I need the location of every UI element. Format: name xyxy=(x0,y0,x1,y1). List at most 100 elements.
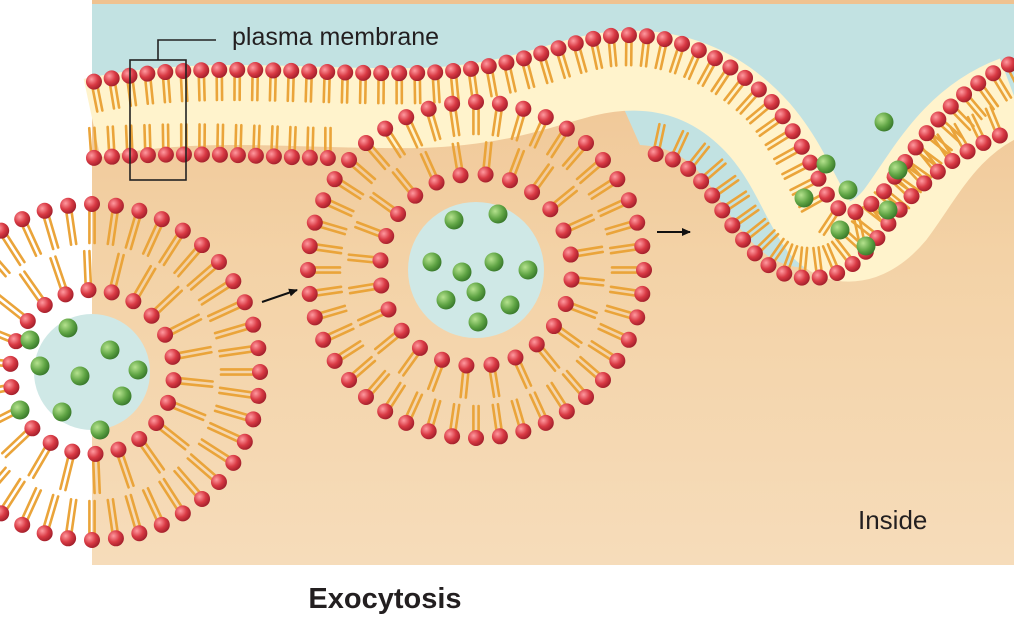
phospholipid-head xyxy=(174,505,191,522)
phospholipid-head xyxy=(942,98,959,115)
phospholipid-head xyxy=(393,322,410,339)
phospholipid-head xyxy=(722,59,739,76)
phospholipid-head xyxy=(706,50,723,67)
phospholipid-head xyxy=(103,148,120,165)
phospholipid-head xyxy=(131,525,148,542)
cargo-molecule xyxy=(444,210,464,230)
phospholipid-head xyxy=(428,174,445,191)
phospholipid-head xyxy=(542,201,559,218)
membrane-callout-leader xyxy=(157,39,216,60)
phospholipid-head xyxy=(714,202,731,219)
phospholipid-head xyxy=(594,372,611,389)
phospholipid-head xyxy=(420,100,437,117)
phospholipid-head xyxy=(265,148,282,165)
phospholipid-head xyxy=(301,149,318,166)
phospholipid-head xyxy=(629,214,646,231)
phospholipid-head xyxy=(847,203,864,220)
lipid-heads xyxy=(0,27,1014,548)
phospholipid-head xyxy=(844,255,861,272)
phospholipid-head xyxy=(265,62,282,79)
phospholipid-head xyxy=(143,307,160,324)
phospholipid-head xyxy=(373,277,390,294)
phospholipid-head xyxy=(0,222,10,239)
phospholipid-head xyxy=(64,443,81,460)
phospholipid-head xyxy=(315,331,332,348)
phospholipid-head xyxy=(398,414,415,431)
phospholipid-head xyxy=(131,431,148,448)
phospholipid-head xyxy=(301,285,318,302)
phospholipid-head xyxy=(229,147,246,164)
phospholipid-head xyxy=(501,172,518,189)
phospholipid-head xyxy=(19,313,36,330)
phospholipid-head xyxy=(42,434,59,451)
phospholipid-head xyxy=(693,173,710,190)
phospholipid-head xyxy=(680,160,697,177)
phospholipid-head xyxy=(609,352,626,369)
phospholipid-head xyxy=(533,45,550,62)
phospholipid-head xyxy=(515,100,532,117)
phospholipid-head xyxy=(585,30,602,47)
phospholipid-head xyxy=(36,525,53,542)
phospholipid-head xyxy=(390,205,407,222)
phospholipid-head xyxy=(407,187,424,204)
phospholipid-head xyxy=(247,62,264,79)
phospholipid-head xyxy=(985,65,1002,82)
phospholipid-head xyxy=(629,309,646,326)
phospholipid-head xyxy=(528,336,545,353)
phospholipid-head xyxy=(326,171,343,188)
phospholipid-head xyxy=(498,54,515,71)
cargo-molecule xyxy=(20,330,40,350)
phospholipid-head xyxy=(491,428,508,445)
phospholipid-head xyxy=(811,269,828,286)
phospholipid-head xyxy=(250,340,267,357)
phospholipid-head xyxy=(341,372,358,389)
phospholipid-head xyxy=(445,62,462,79)
phospholipid-head xyxy=(139,65,156,82)
phospholipid-head xyxy=(944,152,961,169)
phospholipid-head xyxy=(704,187,721,204)
cargo-molecule xyxy=(112,386,132,406)
phospholipid-head xyxy=(793,138,810,155)
phospholipid-head xyxy=(125,293,142,310)
phospholipid-head xyxy=(319,63,336,80)
phospholipid-head xyxy=(578,388,595,405)
cargo-molecule xyxy=(878,200,898,220)
phospholipid-head xyxy=(760,257,777,274)
phospholipid-head xyxy=(210,253,227,270)
phospholipid-head xyxy=(620,192,637,209)
cargo-molecule xyxy=(422,252,442,272)
lipid-tail xyxy=(0,267,7,278)
phospholipid-head xyxy=(620,331,637,348)
phospholipid-head xyxy=(515,50,532,67)
lipid-tail xyxy=(0,466,7,477)
phospholipid-head xyxy=(634,238,651,255)
phospholipid-head xyxy=(802,154,819,171)
phospholipid-head xyxy=(545,318,562,335)
phospholipid-head xyxy=(194,490,211,507)
phospholipid-head xyxy=(148,414,165,431)
phospholipid-head xyxy=(377,120,394,137)
phospholipid-head xyxy=(80,282,97,299)
phospholipid-head xyxy=(357,388,374,405)
phospholipid-head xyxy=(337,64,354,81)
phospholipid-head xyxy=(735,231,752,248)
phospholipid-head xyxy=(674,35,691,52)
phospholipid-head xyxy=(85,73,102,90)
phospholipid-head xyxy=(157,64,174,81)
phospholipid-head xyxy=(656,31,673,48)
phospholipid-head xyxy=(793,269,810,286)
phospholipid-head xyxy=(85,149,102,166)
plasma-membrane-label: plasma membrane xyxy=(232,23,440,51)
cargo-molecule xyxy=(468,312,488,332)
cargo-molecule xyxy=(838,180,858,200)
cargo-molecule xyxy=(466,282,486,302)
phospholipid-head xyxy=(3,379,20,396)
phospholipid-head xyxy=(558,403,575,420)
phospholipid-head xyxy=(784,123,801,140)
phospholipid-head xyxy=(991,127,1008,144)
phospholipid-head xyxy=(468,94,484,110)
phospholipid-head xyxy=(420,423,437,440)
phospholipid-head xyxy=(131,202,148,219)
phospholipid-head xyxy=(620,27,637,44)
